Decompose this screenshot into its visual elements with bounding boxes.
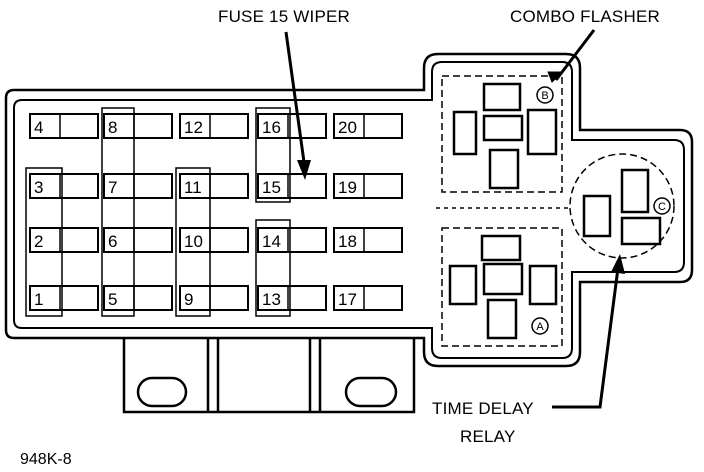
fuse-slot-3: 3 [29, 173, 99, 199]
fuse-slot-13: 13 [257, 285, 327, 311]
svg-text:A: A [536, 321, 544, 333]
fuse-number: 5 [108, 290, 117, 309]
fuse-slot-16: 16 [257, 113, 327, 139]
combo-flasher-relay-area [441, 75, 563, 193]
fuse-slot-6: 6 [103, 227, 173, 253]
svg-text:C: C [658, 201, 666, 213]
relay-a-area [441, 227, 563, 347]
fuse-number: 14 [262, 232, 281, 251]
fuse-number: 12 [184, 118, 203, 137]
fuse-slot-10: 10 [179, 227, 249, 253]
fuse-number: 15 [262, 178, 281, 197]
fuse15-wiper-callout: FUSE 15 WIPER [218, 7, 350, 26]
fuse-slot-2: 2 [29, 227, 99, 253]
fuse-number: 1 [34, 290, 43, 309]
fuse-slot-17: 17 [333, 285, 403, 311]
fuse-group-column-1 [25, 167, 63, 317]
relay-marker-c: C [653, 197, 671, 215]
time-delay-leader [552, 267, 620, 409]
fuse-number: 8 [108, 118, 117, 137]
fuse-slot-19: 19 [333, 173, 403, 199]
combo-flasher-callout: COMBO FLASHER [510, 7, 660, 26]
fuse-number: 2 [34, 232, 43, 251]
fuse-slot-14: 14 [257, 227, 327, 253]
fuse15-leader [284, 31, 306, 163]
fuse-slot-5: 5 [103, 285, 173, 311]
relay-marker-b: B [536, 86, 554, 104]
fuse-number: 3 [34, 178, 43, 197]
mounting-slot-left [136, 376, 188, 408]
fuse-slot-8: 8 [103, 113, 173, 139]
figure-label: 948K-8 [20, 451, 72, 468]
leader-lines [284, 29, 625, 409]
fuse-slot-4: 4 [29, 113, 99, 139]
relay-area [436, 75, 675, 347]
fuse-slot-1: 1 [29, 285, 99, 311]
fuse-slot-7: 7 [103, 173, 173, 199]
svg-text:B: B [541, 90, 548, 102]
relay-cavities [448, 82, 662, 340]
fuse-number: 20 [338, 118, 357, 137]
fuse-slot-20: 20 [333, 113, 403, 139]
fuse-slot-9: 9 [179, 285, 249, 311]
relay-marker-a: A [531, 317, 549, 335]
mounting-bracket [122, 322, 416, 414]
fuse-number: 7 [108, 178, 117, 197]
fuse-slot-12: 12 [179, 113, 249, 139]
mounting-slot-right [344, 376, 398, 408]
fuse-slot-15: 15 [257, 173, 327, 199]
time-delay-callout-line1: TIME DELAY [432, 399, 534, 418]
fuse-number: 16 [262, 118, 281, 137]
fuse-slot-18: 18 [333, 227, 403, 253]
fuse-group-column-4-top [255, 107, 291, 203]
fuse-slot-11: 11 [179, 173, 249, 199]
fuse-number: 17 [338, 290, 357, 309]
fuse-group-column-4-bottom [255, 219, 291, 317]
fuse-group-outlines [25, 107, 291, 317]
fuse-number: 11 [184, 178, 202, 197]
fuse-number: 6 [108, 232, 117, 251]
fuse-group-column-2 [101, 107, 135, 317]
fuse-number: 4 [34, 118, 43, 137]
fuse-number: 10 [184, 232, 203, 251]
fuse-group-column-3 [175, 167, 211, 317]
fuse-number: 9 [184, 290, 193, 309]
fuse-number: 18 [338, 232, 357, 251]
fuse-number: 13 [262, 290, 281, 309]
time-delay-callout-line2: RELAY [460, 427, 516, 446]
fuse-number: 19 [338, 178, 357, 197]
time-delay-relay-area [569, 153, 675, 259]
